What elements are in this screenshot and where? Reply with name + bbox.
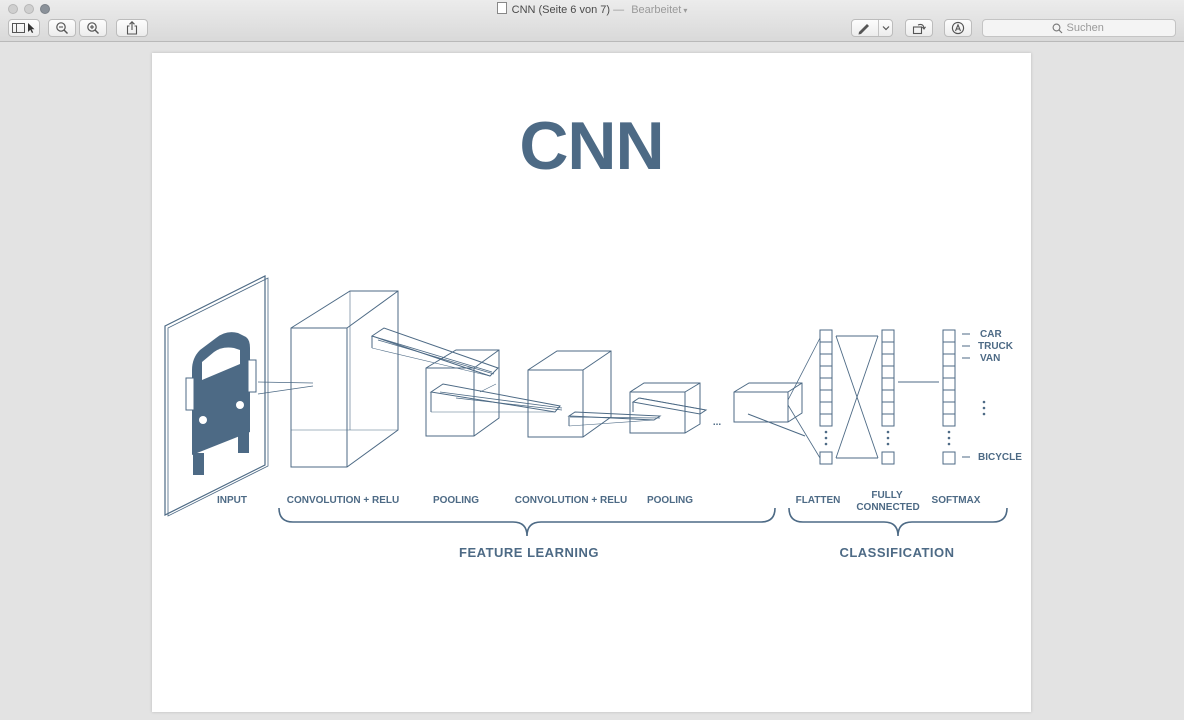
slide-title: CNN [519,108,664,184]
car-icon [185,332,257,475]
flatten-column [819,329,833,465]
label-pool1: POOLING [433,495,479,506]
label-input: INPUT [217,495,247,506]
search-icon [1052,23,1062,33]
title-chevron-icon[interactable]: ▾ [683,6,688,15]
chevron-down-icon [882,26,890,31]
output-truck: TRUCK [978,341,1014,352]
feature-learning-brace [278,507,776,537]
sidebar-toggle-button[interactable] [8,19,40,37]
zoom-window-button[interactable] [40,4,50,14]
fully-connected-column [881,329,895,465]
pool1-volume [425,349,561,437]
zoom-in-icon [87,22,99,34]
title-separator: — [613,4,625,16]
zoom-out-icon [56,22,68,34]
softmax-column [942,329,956,465]
label-softmax: SOFTMAX [932,495,981,506]
output-bicycle: BICYCLE [978,452,1022,463]
edited-status[interactable]: Bearbeitet [631,4,682,16]
pdf-page: CNN [152,53,1031,712]
dense-connections [835,335,939,459]
label-conv1: CONVOLUTION + RELU [287,495,400,506]
label-conv2: CONVOLUTION + RELU [515,495,628,506]
minimize-window-button[interactable] [24,4,34,14]
window-titlebar: CNN (Seite 6 von 7) — Bearbeitet▾ [0,0,1184,42]
label-connected: CONNECTED [856,502,919,513]
label-classification: CLASSIFICATION [839,545,954,560]
conv1-volume [290,290,499,468]
share-icon [126,21,138,35]
zoom-out-button[interactable] [48,19,76,37]
receptive-field-lines [257,335,821,459]
rotate-icon [912,23,926,35]
markup-dropdown[interactable] [878,20,893,36]
output-ticks [962,333,970,458]
label-pool2: POOLING [647,495,693,506]
label-feature-learning: FEATURE LEARNING [459,545,599,560]
ellipsis-dots [824,400,986,446]
annotate-icon [951,21,965,35]
layer-ellipsis: ... [713,417,722,428]
conv2-volume [527,350,662,438]
share-button[interactable] [116,19,148,37]
output-car: CAR [980,329,1002,340]
zoom-in-button[interactable] [79,19,107,37]
close-window-button[interactable] [8,4,18,14]
classification-brace [788,507,1008,537]
markup-button[interactable] [851,19,893,37]
markup-pen-icon [858,24,869,35]
label-fully: FULLY [871,490,903,501]
document-icon [496,2,507,14]
window-title-text: CNN (Seite 6 von 7) [511,4,611,16]
final-volume [733,382,806,437]
annotate-button[interactable] [944,19,972,37]
search-input[interactable] [1066,22,1107,34]
cnn-diagram: INPUT CONVOLUTION + RELU POOLING CONVOLU… [164,275,1022,560]
label-flatten: FLATTEN [796,495,841,506]
output-van: VAN [980,353,1000,364]
rotate-button[interactable] [905,19,933,37]
search-field[interactable] [982,19,1176,37]
sidebar-icon [12,23,35,33]
window-title: CNN (Seite 6 von 7) — Bearbeitet▾ [0,2,1184,18]
